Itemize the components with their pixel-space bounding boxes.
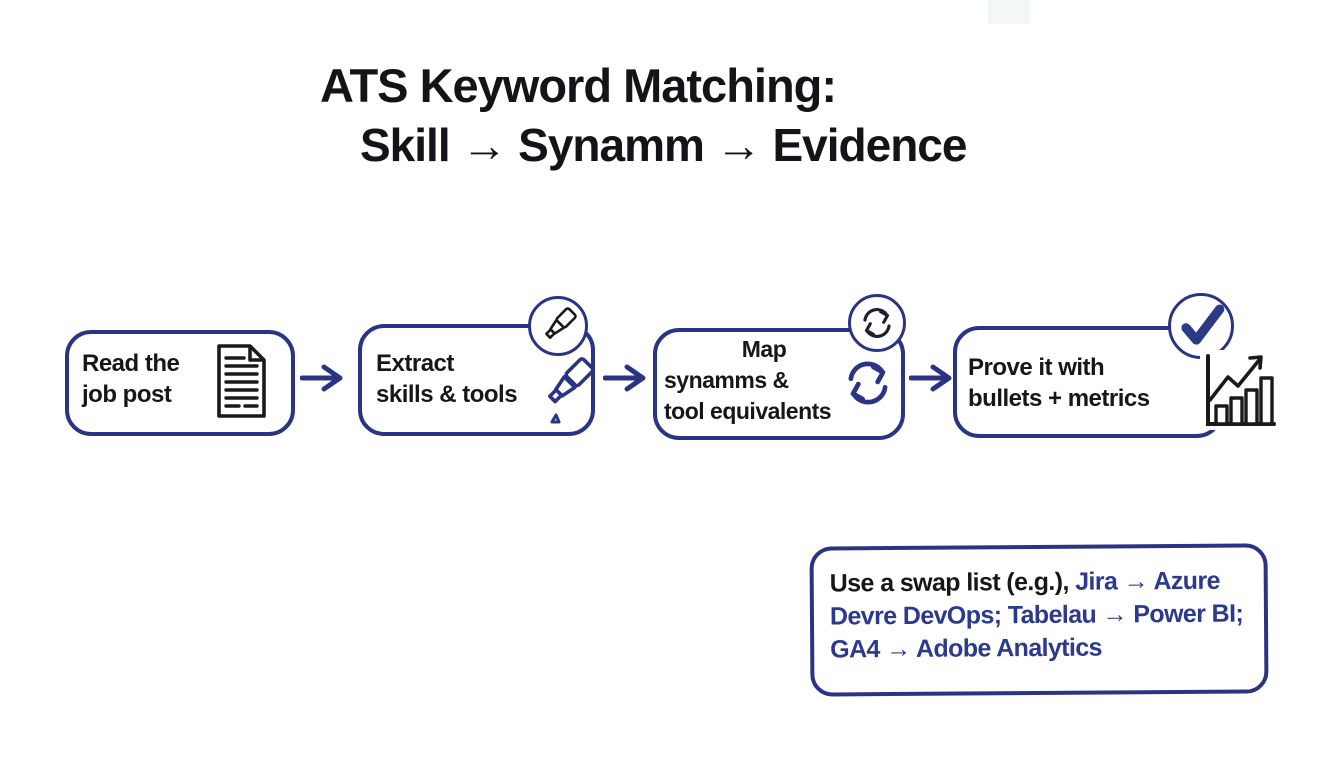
step-4-line-1: Prove it with (968, 354, 1105, 381)
sync-icon (848, 361, 888, 405)
step-3-line-1: Map (741, 336, 787, 362)
page-title: ATS Keyword Matching: Skill → Synamm → E… (320, 56, 967, 174)
step-2-label: Extract skills & tools (376, 348, 518, 410)
arrow-icon (300, 364, 343, 392)
step-4-label: Prove it with bullets + metrics (968, 352, 1150, 414)
step-1-line-2: job post (82, 381, 172, 408)
note-line-3: GA4 → Adobe Analytics (830, 633, 1103, 664)
step-2-line-2: skills & tools (376, 381, 518, 408)
scan-artifact (988, 0, 1030, 24)
step-4-line-2: bullets + metrics (968, 385, 1150, 412)
sync-icon (863, 308, 891, 338)
note-line-1-blue: Jira → Azure (1075, 566, 1220, 596)
title-line-1: ATS Keyword Matching: (320, 59, 837, 112)
step-3-line-3: tool equivalents (664, 398, 832, 424)
step-1-label: Read the job post (82, 348, 180, 410)
arrow-icon (603, 364, 646, 392)
step-2-line-1: Extract (376, 350, 454, 377)
note-line-1-black: Use a swap list (e.g.), (829, 567, 1076, 598)
highlighter-icon (547, 357, 595, 424)
check-badge (1168, 293, 1234, 359)
note-line-2: Devre DevOps; Tabelau → Power BI; (829, 599, 1244, 631)
highlighter-badge (528, 296, 588, 356)
note-line-1: Use a swap list (e.g.), Jira → Azure (830, 565, 1250, 601)
step-1-line-1: Read the (82, 350, 180, 377)
bar-chart-icon (1206, 354, 1276, 426)
step-3-label: Map synamms & tool equivalents (664, 334, 864, 427)
highlighter-icon (545, 307, 577, 339)
swap-list-note: Use a swap list (e.g.), Jira → Azure Dev… (809, 543, 1269, 697)
ink-drop (550, 413, 561, 424)
bar-chart-icon (1200, 350, 1278, 430)
document-icon (217, 344, 266, 418)
check-icon (1181, 304, 1225, 345)
arrow-icon (909, 364, 952, 392)
sync-badge (848, 294, 906, 352)
title-line-2: Skill → Synamm → Evidence (360, 119, 967, 171)
step-3-line-2: synamms & (664, 367, 789, 393)
